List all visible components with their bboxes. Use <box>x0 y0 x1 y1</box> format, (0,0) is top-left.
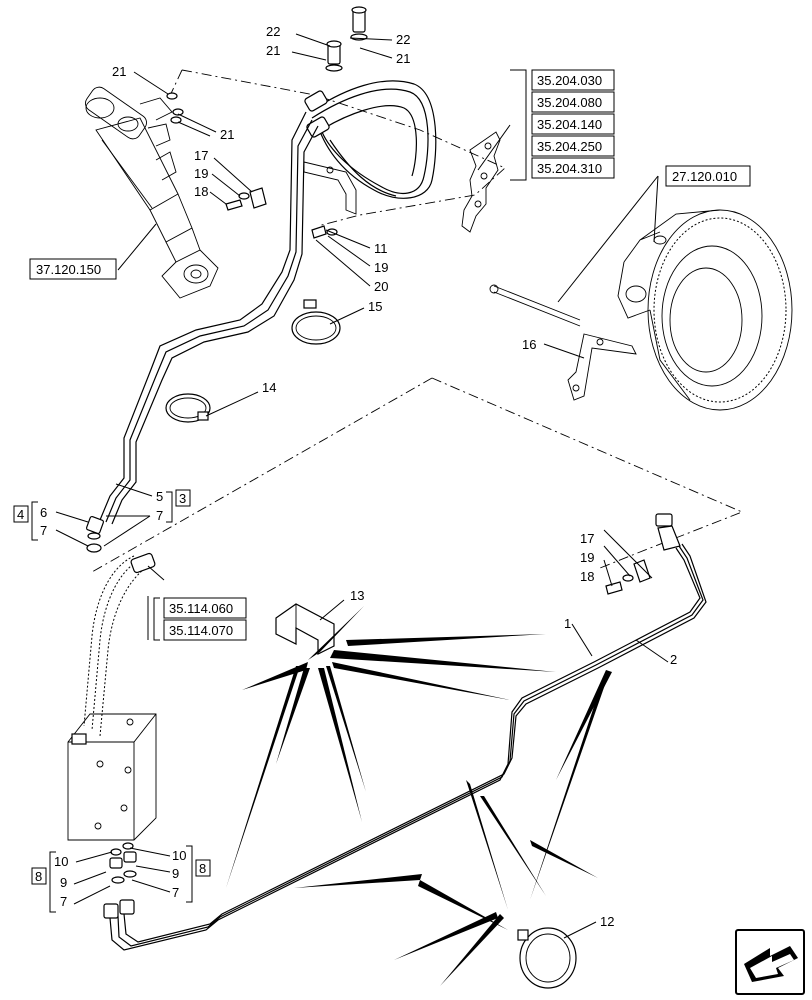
reference-27-120-010[interactable]: 27.120.010 <box>665 165 751 187</box>
label-9-b: 9 <box>172 866 179 881</box>
flex-hose <box>83 552 156 737</box>
hose-clamp-14 <box>165 393 211 423</box>
ref-35-204-080[interactable]: 35.204.080 <box>537 95 602 110</box>
label-19-c: 19 <box>580 550 594 565</box>
ref-35-114-060[interactable]: 35.114.060 <box>169 601 233 616</box>
manifold-block <box>461 131 501 233</box>
label-21-b: 21 <box>266 43 280 58</box>
label-2: 2 <box>670 652 677 667</box>
reference-35-204-group[interactable]: 35.204.030 35.204.080 35.204.140 35.204.… <box>531 69 615 179</box>
bolt-20 <box>311 225 338 239</box>
label-15: 15 <box>368 299 382 314</box>
hose-clamp-15 <box>291 299 341 345</box>
label-21-d: 21 <box>220 127 234 142</box>
hose-clamp-12 <box>517 927 577 989</box>
label-16: 16 <box>522 337 536 352</box>
label-3: 3 <box>179 491 186 506</box>
label-18-a: 18 <box>194 184 208 199</box>
label-17-a: 17 <box>194 148 208 163</box>
label-22-a: 22 <box>396 32 410 47</box>
ref-35-204-250[interactable]: 35.204.250 <box>537 139 602 154</box>
label-8-b: 8 <box>199 861 206 876</box>
ref-35-204-030[interactable]: 35.204.030 <box>537 73 602 88</box>
ref-35-204-310[interactable]: 35.204.310 <box>537 161 602 176</box>
label-19-a: 19 <box>194 166 208 181</box>
rigid-line-lower <box>109 543 707 951</box>
label-20: 20 <box>374 279 388 294</box>
label-10-b: 10 <box>172 848 186 863</box>
ref-27-120-010[interactable]: 27.120.010 <box>672 169 737 184</box>
transmission-housing <box>617 209 793 411</box>
label-21-a: 21 <box>396 51 410 66</box>
label-17-b: 17 <box>580 531 594 546</box>
reference-37-120-150[interactable]: 37.120.150 <box>29 258 117 280</box>
clip-13 <box>275 603 335 655</box>
leader-lines <box>55 33 669 939</box>
label-10-a: 10 <box>54 854 68 869</box>
valve-block <box>67 713 157 841</box>
bracket-11 <box>303 161 357 215</box>
label-7-b: 7 <box>40 523 47 538</box>
label-4: 4 <box>17 507 24 522</box>
label-12: 12 <box>600 914 614 929</box>
ref-35-204-140[interactable]: 35.204.140 <box>537 117 602 132</box>
label-22-b: 22 <box>266 24 280 39</box>
arrow-left-icon[interactable] <box>735 929 805 995</box>
reference-35-114-group[interactable]: 35.114.060 35.114.070 <box>153 597 247 641</box>
hydraulic-cylinder <box>85 86 219 299</box>
rigid-line-upper <box>99 111 319 525</box>
label-7-d: 7 <box>172 885 179 900</box>
fittings-lower <box>103 842 137 919</box>
label-13: 13 <box>350 588 364 603</box>
label-18-b: 18 <box>580 569 594 584</box>
label-6: 6 <box>40 505 47 520</box>
label-1: 1 <box>564 616 571 631</box>
fitting-6 <box>85 515 105 553</box>
clip-upper <box>225 187 267 211</box>
label-5: 5 <box>156 489 163 504</box>
label-7-a: 7 <box>156 508 163 523</box>
ref-35-114-070[interactable]: 35.114.070 <box>169 623 233 638</box>
label-19-b: 19 <box>374 260 388 275</box>
bracket-16 <box>489 284 637 401</box>
label-9-a: 9 <box>60 875 67 890</box>
part-labels: 22 21 22 21 21 21 17 19 18 11 19 20 15 1… <box>40 24 677 929</box>
label-7-c: 7 <box>60 894 67 909</box>
label-11: 11 <box>374 241 388 256</box>
ref-37-120-150[interactable]: 37.120.150 <box>36 262 101 277</box>
hose-loop <box>304 80 437 199</box>
label-8-a: 8 <box>35 869 42 884</box>
fitting-right <box>605 513 681 595</box>
group-brackets: 3 4 8 8 <box>13 489 211 913</box>
view-wedges <box>226 606 612 986</box>
label-14: 14 <box>262 380 276 395</box>
label-21-c: 21 <box>112 64 126 79</box>
